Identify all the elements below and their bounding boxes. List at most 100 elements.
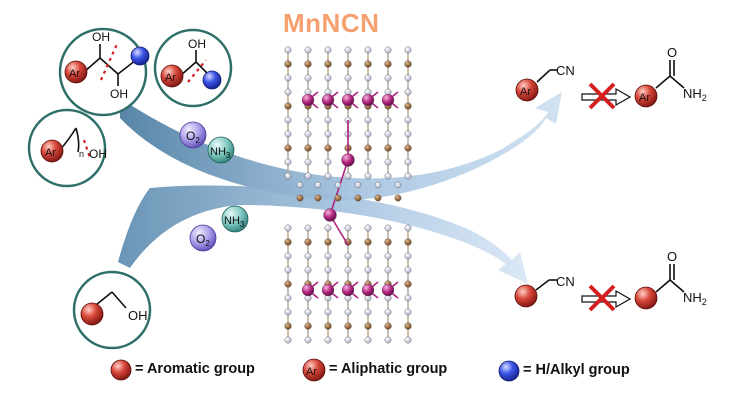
nitrogen-atom (304, 74, 312, 82)
carbon-atom (304, 238, 312, 246)
chain-ar-label: Ar (45, 147, 56, 159)
nitrogen-atom (324, 224, 332, 232)
nitrogen-atom (404, 158, 412, 166)
carbon-atom (404, 144, 412, 152)
nitrogen-atom (324, 172, 332, 180)
nitrogen-atom (324, 336, 332, 344)
nitrogen-atom (374, 181, 382, 189)
manganese-atom (361, 93, 375, 107)
nitrogen-atom (404, 308, 412, 316)
nitrogen-atom (384, 252, 392, 260)
alcohol-oh: OH (188, 37, 206, 51)
legend-symbols (110, 358, 520, 382)
nitrogen-atom (324, 266, 332, 274)
bottom-amide-nh2: NH2 (683, 290, 707, 307)
nitrogen-atom (344, 308, 352, 316)
reagent-bottom-nh3: NH3 (224, 215, 245, 229)
nitrogen-atom (304, 308, 312, 316)
diol-ar-label: Ar (69, 68, 80, 80)
nitrogen-atom (344, 172, 352, 180)
legend-aromatic-label: = Aromatic group (135, 361, 255, 377)
nitrogen-atom (404, 224, 412, 232)
carbon-atom (284, 238, 292, 246)
carbon-atom (364, 322, 372, 330)
carbon-atom (364, 238, 372, 246)
legend-aliphatic-label: = Aliphatic group (329, 361, 448, 377)
benzyl-alcohol-substrate (72, 270, 152, 350)
nitrogen-atom (394, 181, 402, 189)
nitrogen-atom (304, 130, 312, 138)
reagent-bottom-o2: O2 (196, 232, 210, 248)
nitrogen-atom (304, 116, 312, 124)
nitrogen-atom (344, 74, 352, 82)
carbon-atom (334, 194, 342, 202)
carbon-atom (284, 60, 292, 68)
secondary-alcohol-substrate (153, 28, 233, 108)
nitrogen-atom (364, 252, 372, 260)
reagent-top-o2: O2 (186, 129, 200, 145)
manganese-atom (381, 283, 395, 297)
carbon-atom (344, 322, 352, 330)
nitrogen-atom (344, 224, 352, 232)
nitrogen-atom (364, 172, 372, 180)
nitrogen-atom (324, 46, 332, 54)
carbon-atom (384, 238, 392, 246)
nitrogen-atom (324, 252, 332, 260)
nitrogen-atom (404, 266, 412, 274)
nitrogen-atom (384, 308, 392, 316)
arrow-lower-sweep (118, 185, 528, 284)
nitrogen-atom (364, 266, 372, 274)
top-amide-ar-label: Ar (639, 92, 650, 104)
nitrogen-atom (404, 88, 412, 96)
material-title: MnNCN (283, 8, 380, 38)
legend-ar-symbol: Ar (306, 366, 317, 378)
arrow-upper-sweep (120, 92, 562, 201)
nitrogen-atom (284, 158, 292, 166)
carbon-atom (296, 194, 304, 202)
carbon-atom (394, 194, 402, 202)
nitrogen-atom (304, 158, 312, 166)
nitrogen-atom (304, 224, 312, 232)
top-nitrile-ar-label: Ar (520, 86, 531, 98)
manganese-atom (341, 93, 355, 107)
nitrogen-atom (404, 172, 412, 180)
nitrogen-atom (344, 336, 352, 344)
nitrogen-atom (284, 336, 292, 344)
carbon-atom (304, 144, 312, 152)
carbon-atom (284, 280, 292, 288)
nitrogen-atom (304, 172, 312, 180)
product-bottom-nitrile (514, 279, 557, 308)
nitrogen-atom (324, 74, 332, 82)
bottom-amide-o: O (667, 249, 677, 264)
carbon-atom (384, 322, 392, 330)
product-top-nitrile (515, 69, 558, 102)
top-amide-nh2: NH2 (683, 86, 707, 103)
nitrogen-atom (334, 181, 342, 189)
nitrogen-atom (354, 181, 362, 189)
nitrogen-atom (344, 252, 352, 260)
diol-oh-bottom: OH (110, 87, 128, 101)
nitrogen-atom (304, 46, 312, 54)
product-bottom-amide (634, 264, 685, 310)
reagent-top-nh3: NH3 (210, 146, 231, 160)
nitrogen-atom (364, 46, 372, 54)
blocked-arrow-top (581, 82, 632, 110)
nitrogen-atom (324, 116, 332, 124)
nitrogen-atom (404, 294, 412, 302)
reagents-bottom (189, 205, 249, 252)
carbon-atom (384, 144, 392, 152)
carbon-atom (404, 102, 412, 110)
manganese-atom (321, 283, 335, 297)
nitrogen-atom (364, 130, 372, 138)
nitrogen-atom (344, 266, 352, 274)
blocked-arrow-bottom (581, 284, 632, 312)
carbon-atom (324, 60, 332, 68)
carbon-atom (404, 322, 412, 330)
diol-oh-top: OH (92, 30, 110, 44)
chain-oh: OH (89, 147, 107, 161)
carbon-atom (324, 144, 332, 152)
carbon-atom (354, 194, 362, 202)
nitrogen-atom (364, 308, 372, 316)
